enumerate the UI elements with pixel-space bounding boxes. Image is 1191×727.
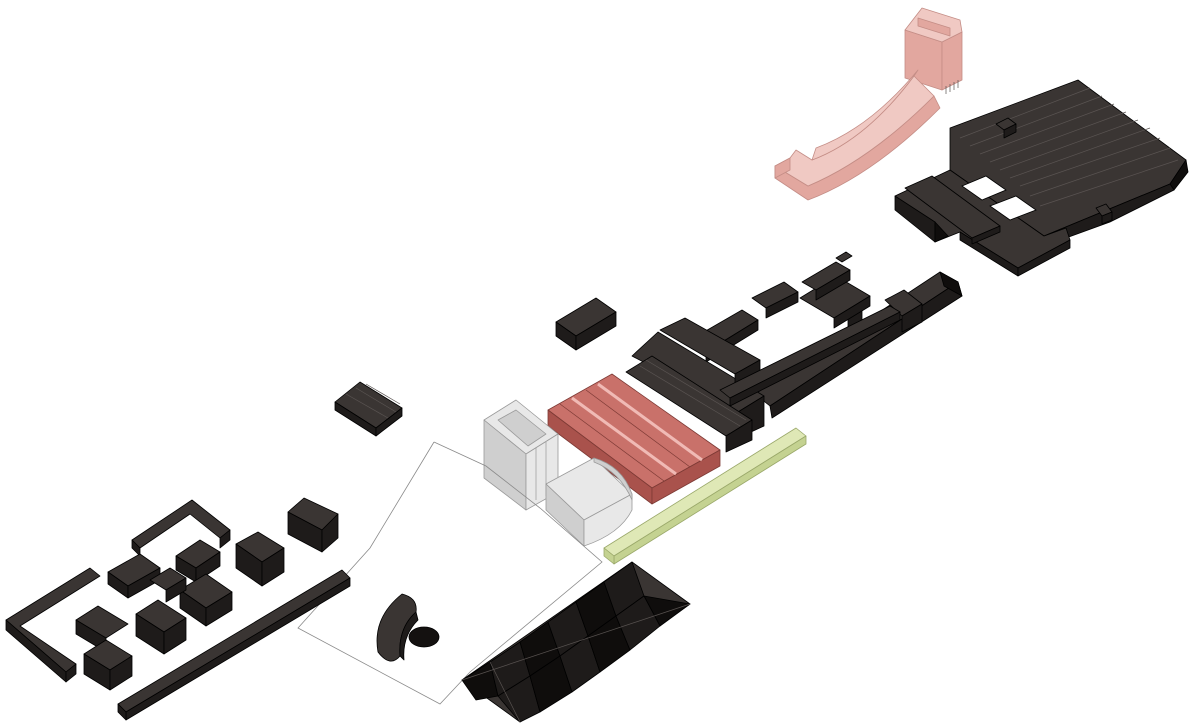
- sculpture-objects: [377, 594, 439, 661]
- housing-cluster: [6, 498, 350, 720]
- folded-canopy: [462, 562, 690, 722]
- pink-curved-building: [775, 8, 962, 200]
